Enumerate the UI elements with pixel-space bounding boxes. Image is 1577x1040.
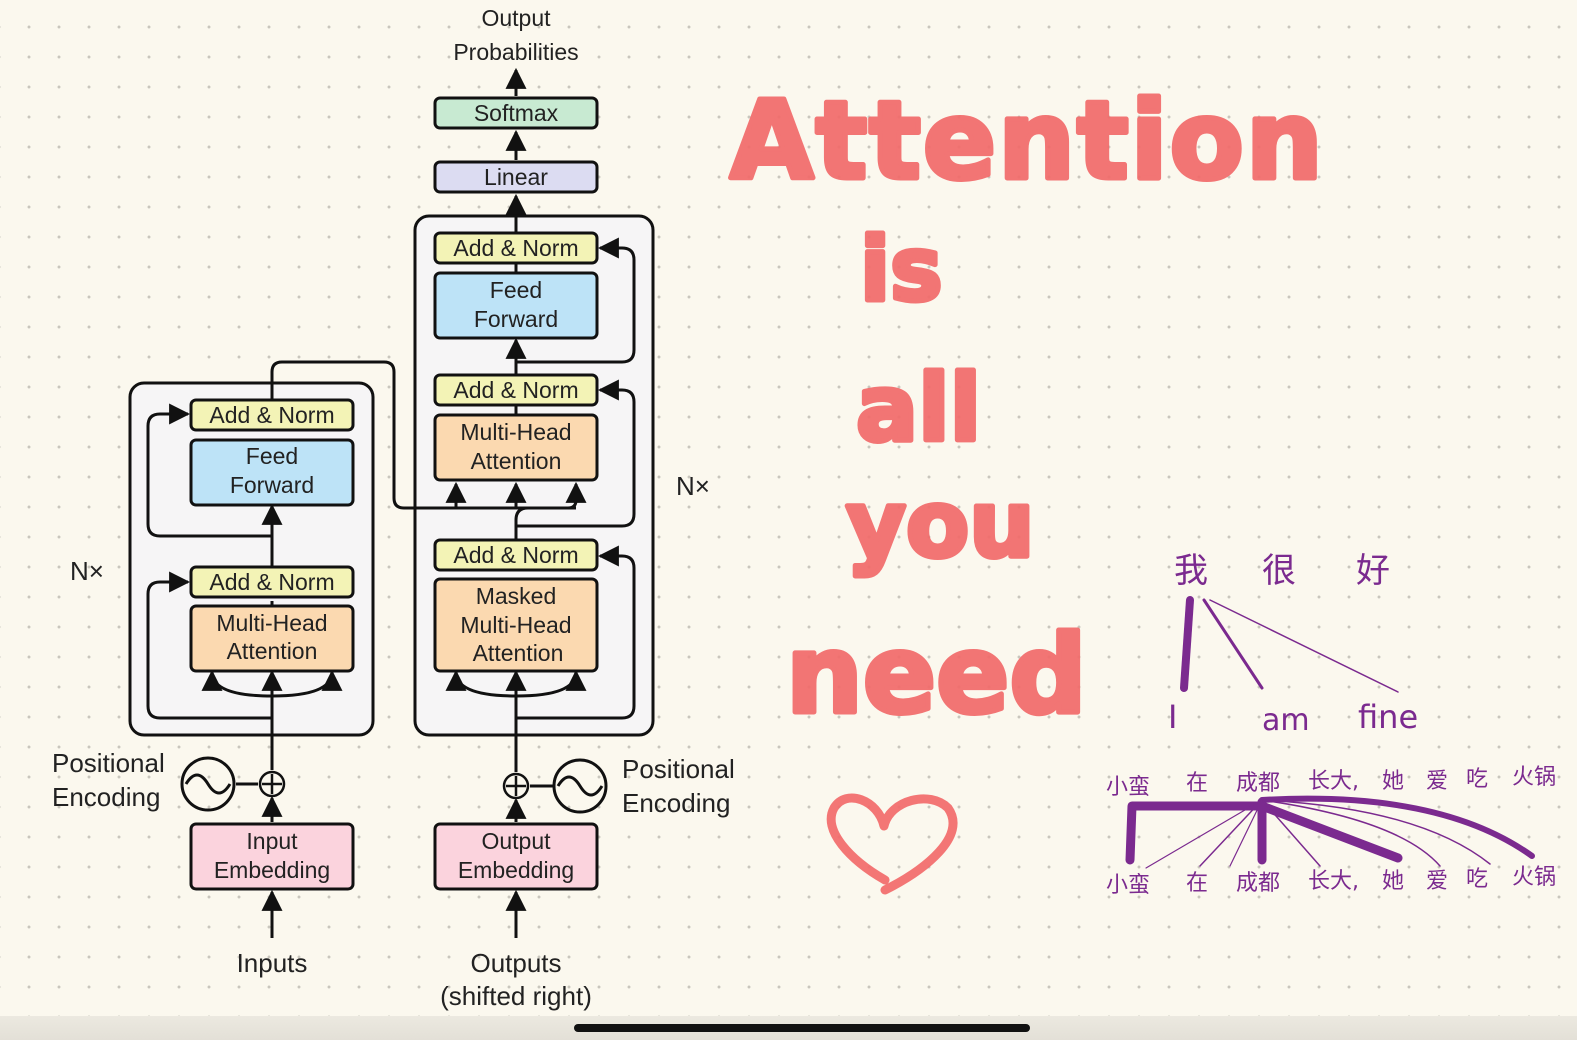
output-embedding-line1: Output — [481, 828, 551, 854]
positional-encoding-right-icon — [552, 758, 608, 814]
decoder-ff-line2: Forward — [474, 306, 558, 332]
softmax-label: Softmax — [474, 100, 559, 126]
enc-attn-split-left — [201, 669, 273, 698]
encoder-mha-line1: Multi-Head — [216, 610, 327, 636]
positional-encoding-left-line2: Encoding — [52, 782, 160, 812]
example2-bottom-word: 火锅 — [1512, 865, 1556, 890]
example1-zh-word: 我 — [1174, 551, 1208, 591]
decoder-add-norm-top-label: Add & Norm — [453, 235, 578, 261]
dec-masked-split-right — [515, 669, 587, 698]
outputs-label-line2: (shifted right) — [440, 981, 592, 1011]
encoder-add-norm-bottom — [189, 565, 355, 599]
decoder-feed-forward — [433, 271, 599, 340]
example1-chinese-words: 我 很 好 — [1174, 551, 1390, 591]
decoder-masked-line3: Attention — [473, 640, 564, 666]
decoder-ff-line1: Feed — [490, 277, 542, 303]
decoder-add-norm-mid — [433, 373, 599, 407]
handwritten-heart — [826, 793, 958, 895]
outputs-label-line1: Outputs — [470, 948, 561, 978]
decoder-add-norm-bottom — [433, 538, 599, 572]
decoder-masked-line1: Masked — [476, 583, 557, 609]
example1-zh-word: 好 — [1356, 551, 1390, 591]
encoder-stack-box — [128, 381, 375, 737]
dec-residual-1 — [516, 545, 636, 720]
example2-top-word: 吃 — [1466, 767, 1488, 792]
dec-residual-2 — [516, 379, 636, 528]
example1-attention-lines — [1180, 596, 1399, 693]
output-embedding-block — [433, 822, 599, 891]
output-embedding-line2: Embedding — [458, 857, 574, 883]
decoder-masked-attention — [433, 577, 599, 673]
encoder-multi-head-attention — [189, 604, 355, 673]
example2-bottom-word: 在 — [1186, 871, 1208, 896]
example1-en-word: am — [1262, 703, 1310, 738]
encoder-add-norm-top — [189, 398, 355, 432]
softmax-block — [433, 96, 599, 130]
decoder-add-norm-mid-label: Add & Norm — [453, 377, 578, 403]
input-embedding-line1: Input — [246, 828, 298, 854]
handwritten-is: is — [860, 218, 943, 321]
example2-top-word: 成都 — [1236, 771, 1280, 796]
example2-top-word: 她 — [1382, 769, 1404, 794]
handwritten-all: all — [856, 355, 981, 462]
decoder-nx-label: N× — [676, 471, 710, 501]
encoder-add-norm-bottom-label: Add & Norm — [209, 569, 334, 595]
decoder-mha-line1: Multi-Head — [460, 419, 571, 445]
dec-masked-split-left — [445, 669, 517, 698]
example2-top-sentence: 小蛮 在 成都 长大, 她 爱 吃 火锅 — [1106, 765, 1556, 800]
example2-bottom-word: 吃 — [1466, 867, 1488, 892]
example1-zh-word: 很 — [1262, 551, 1296, 591]
example2-top-word: 在 — [1186, 771, 1208, 796]
plus-icon-right — [502, 772, 530, 800]
example2-bottom-sentence: 小蛮 在 成都 长大, 她 爱 吃 火锅 — [1106, 865, 1556, 898]
example2-top-word: 长大, — [1308, 769, 1359, 794]
encoder-to-decoder-link — [270, 360, 576, 510]
handwritten-you: you — [846, 471, 1035, 578]
positional-encoding-left-line1: Positional — [52, 748, 165, 778]
dec-addnorm-to-attn — [514, 481, 587, 540]
example1-english-words: I am fine — [1168, 698, 1418, 738]
encoder-ff-line2: Forward — [230, 472, 314, 498]
positional-encoding-right-line2: Encoding — [622, 788, 730, 818]
example2-bottom-word: 爱 — [1426, 869, 1448, 894]
home-indicator[interactable] — [574, 1024, 1030, 1032]
enc-residual-2 — [146, 403, 272, 538]
example2-bottom-word: 成都 — [1236, 871, 1280, 896]
decoder-mha-line2: Attention — [471, 448, 562, 474]
example2-top-word: 小蛮 — [1106, 775, 1150, 800]
linear-block — [433, 160, 599, 194]
encoder-nx-label: N× — [70, 556, 104, 586]
linear-label: Linear — [484, 164, 548, 190]
output-probabilities-line1: Output — [481, 5, 551, 31]
example2-top-word: 爱 — [1426, 769, 1448, 794]
example2-bottom-word: 小蛮 — [1106, 873, 1150, 898]
encoder-add-norm-top-label: Add & Norm — [209, 402, 334, 428]
enc-attn-split-right — [271, 669, 343, 698]
example2-bottom-word: 长大, — [1308, 869, 1359, 894]
positional-encoding-left-icon — [180, 756, 236, 812]
positional-encoding-right-line1: Positional — [622, 754, 735, 784]
example2-attention-lines — [1125, 795, 1535, 869]
example2-top-word: 火锅 — [1512, 765, 1556, 790]
decoder-add-norm-bottom-label: Add & Norm — [453, 542, 578, 568]
encoder-ff-line1: Feed — [246, 443, 298, 469]
input-embedding-block — [189, 822, 355, 891]
inputs-label: Inputs — [237, 948, 308, 978]
dec-residual-3 — [516, 237, 636, 364]
example2-bottom-word: 她 — [1382, 869, 1404, 894]
decoder-masked-line2: Multi-Head — [460, 612, 571, 638]
enc-residual-1 — [146, 571, 272, 720]
decoder-add-norm-top — [433, 231, 599, 265]
handwritten-attention: Attention — [730, 79, 1325, 204]
example1-en-word: fine — [1358, 698, 1418, 736]
output-probabilities-line2: Probabilities — [453, 39, 578, 65]
handwritten-need: need — [786, 613, 1087, 738]
encoder-feed-forward — [189, 438, 355, 507]
example1-en-word: I — [1168, 698, 1177, 736]
decoder-multi-head-attention — [433, 413, 599, 482]
plus-icon-left — [258, 770, 286, 798]
encoder-mha-line2: Attention — [227, 638, 318, 664]
input-embedding-line2: Embedding — [214, 857, 330, 883]
